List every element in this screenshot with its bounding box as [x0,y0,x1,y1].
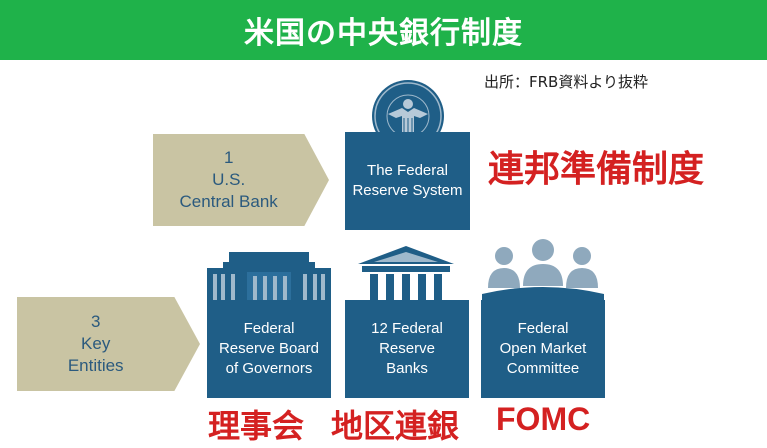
title-banner: 米国の中央銀行制度 [0,0,767,60]
board-of-governors-box: Federal Reserve Board of Governors [207,300,331,398]
box-line: Committee [506,360,580,377]
box-line: 12 Federal [371,320,443,337]
box-line: The Federal [367,162,448,179]
page-title: 米国の中央銀行制度 [244,16,523,51]
box-line: Federal [243,320,295,337]
box-line: Federal [517,320,569,337]
box-line: Open Market [499,340,587,357]
fomc-box: Federal Open Market Committee [481,300,605,398]
arrow-number: 1 [223,148,234,167]
source-note: 出所：FRB資料より抜粋 [484,73,649,91]
fomc-label: FOMC [496,401,591,437]
federal-reserve-system-label: 連邦準備制度 [488,149,705,190]
box-line: of Governors [225,360,313,377]
federal-reserve-banks-box: 12 Federal Reserve Banks [345,300,469,398]
key-entities-arrow: 3 Key Entities [17,297,200,391]
arrow-line: U.S. [212,170,246,189]
arrow-line: Entities [67,356,124,375]
federal-reserve-system-box: The Federal Reserve System [345,132,470,230]
box-line: Reserve Board [218,340,320,357]
box-line: Reserve [379,340,435,357]
central-bank-arrow: 1 U.S. Central Bank [153,134,329,226]
arrow-number: 3 [90,312,101,331]
arrow-line: Central Bank [179,192,278,211]
board-label: 理事会 [208,407,305,445]
box-line: Reserve System [352,182,463,199]
arrow-line: Key [81,334,111,353]
box-line: Banks [386,360,428,377]
banks-label: 地区連銀 [331,407,460,445]
